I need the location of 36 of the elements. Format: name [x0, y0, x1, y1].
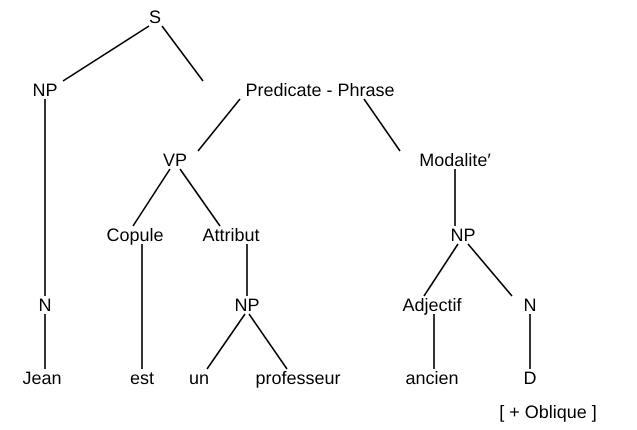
tree-label: Adjectif	[402, 294, 462, 316]
tree-branch	[44, 314, 46, 369]
tree-label: S	[149, 6, 161, 28]
tree-label: Jean	[22, 367, 62, 389]
tree-branch	[433, 314, 435, 369]
tree-branch	[179, 168, 221, 226]
tree-label: Predicate - Phrase	[245, 79, 395, 101]
tree-branch	[454, 169, 456, 226]
feature-annotation: [ + Oblique ]	[499, 401, 597, 423]
tree-branch	[363, 98, 401, 152]
tree-branch	[248, 314, 288, 370]
tree-branch	[197, 98, 241, 152]
tree-branch	[44, 99, 46, 296]
tree-label: Modalite′	[419, 149, 491, 171]
tree-branch	[62, 25, 150, 82]
tree-label: ancien	[405, 367, 459, 389]
tree-label: N	[38, 294, 52, 316]
tree-label: professeur	[255, 367, 341, 389]
tree-label: NP	[450, 224, 476, 246]
tree-branch	[529, 314, 531, 369]
tree-label: NP	[234, 294, 260, 316]
tree-label: un	[188, 367, 210, 389]
tree-label: Attribut	[202, 224, 260, 246]
tree-label: VP	[163, 149, 187, 171]
tree-branch	[423, 244, 459, 296]
tree-label: Copule	[106, 224, 164, 246]
tree-branch	[206, 314, 246, 370]
tree-branch	[161, 26, 204, 82]
tree-branch	[246, 244, 248, 296]
tree-label: D	[524, 367, 536, 389]
tree-branch	[132, 168, 171, 226]
tree-label: N	[524, 294, 536, 316]
tree-label: NP	[32, 79, 58, 101]
tree-branch	[141, 244, 143, 369]
tree-label: est	[130, 367, 154, 389]
tree-branch	[467, 243, 513, 297]
